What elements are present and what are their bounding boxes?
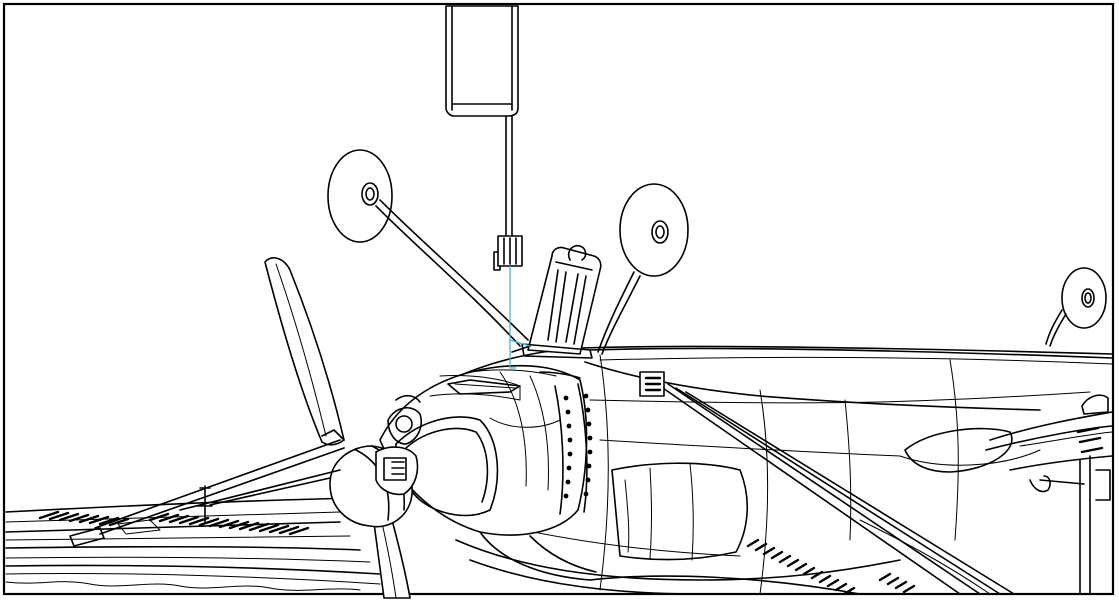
right-wheel [1045,267,1107,347]
wing-hinge-hatching [38,510,310,536]
hatch-bracket [511,244,602,359]
receiver-module [445,5,523,271]
lower-wing-hatching [746,538,916,596]
side-latch [639,371,665,397]
left-wing [5,485,381,591]
fuselage [429,345,1113,596]
cowl-rivets [563,393,593,499]
cowling [379,364,597,581]
alignment-guide [509,266,531,369]
propeller [264,257,422,599]
center-wheel [597,183,689,355]
struts [94,383,1015,595]
